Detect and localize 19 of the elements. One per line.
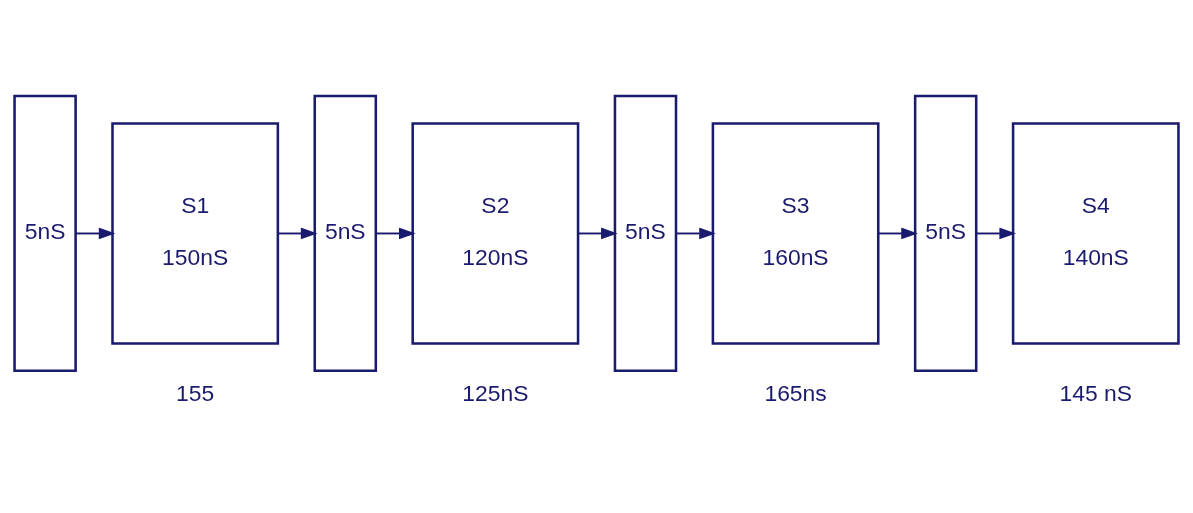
node-box: 5nS [613, 94, 678, 372]
node-box: 5nS [913, 94, 978, 372]
arrow [675, 227, 716, 239]
arrow [877, 227, 918, 239]
label: 145 nS [1059, 379, 1133, 406]
node-box: 5nS [13, 94, 77, 372]
arrow [74, 227, 116, 239]
label: 155 [176, 379, 215, 406]
arrow [975, 227, 1016, 239]
node-box: S1 150nS [111, 121, 280, 345]
node-box: S3 160nS [711, 121, 880, 345]
label: 125nS [462, 379, 529, 406]
node-box: 5nS [313, 94, 378, 372]
label: 165ns [764, 379, 827, 406]
node-box: S2 120nS [411, 121, 580, 345]
node-box: S4 140nS [1011, 121, 1180, 345]
arrow [375, 227, 416, 239]
arrow [277, 227, 318, 239]
arrow [577, 227, 618, 239]
